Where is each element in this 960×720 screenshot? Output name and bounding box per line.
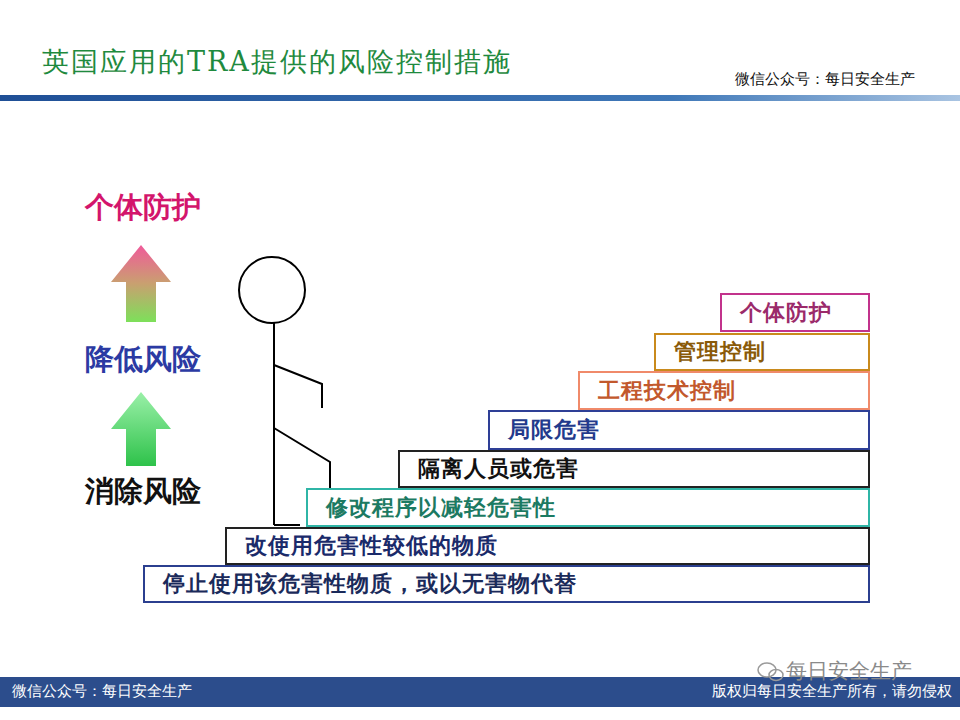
up-arrow [111, 392, 171, 466]
step-label: 改使用危害性较低的物质 [227, 531, 508, 561]
stick-figure [239, 257, 346, 525]
step-label: 管理控制 [656, 337, 776, 367]
stair-step: 停止使用该危害性物质，或以无害物代替 [143, 565, 870, 603]
stair-step: 修改程序以减轻危害性 [306, 488, 870, 527]
stair-step: 改使用危害性较低的物质 [225, 527, 870, 565]
step-label: 个体防护 [722, 298, 842, 328]
step-label: 局限危害 [490, 415, 610, 445]
watermark: 每日安全生产 [786, 657, 912, 685]
footer-text: 版权归每日安全生产所有，请勿侵权 [712, 682, 952, 701]
step-label: 隔离人员或危害 [400, 454, 589, 484]
up-arrow [111, 245, 171, 322]
step-label: 工程技术控制 [580, 376, 746, 406]
step-label: 修改程序以减轻危害性 [308, 493, 566, 523]
axis-label: 个体防护 [85, 188, 201, 228]
slide-title: 英国应用的TRA提供的风险控制措施 [42, 44, 512, 80]
wechat-icon [758, 663, 783, 681]
stair-step: 工程技术控制 [578, 371, 870, 410]
stair-step: 隔离人员或危害 [398, 450, 870, 488]
axis-label: 消除风险 [85, 472, 201, 512]
header-rule [0, 95, 960, 101]
stair-step: 管理控制 [654, 333, 870, 371]
stair-step: 个体防护 [720, 293, 870, 332]
axis-label: 降低风险 [85, 340, 201, 380]
step-label: 停止使用该危害性物质，或以无害物代替 [145, 569, 587, 599]
stair-step: 局限危害 [488, 410, 870, 450]
header-credit: 微信公众号：每日安全生产 [735, 70, 915, 89]
footer-text: 微信公众号：每日安全生产 [12, 682, 192, 701]
